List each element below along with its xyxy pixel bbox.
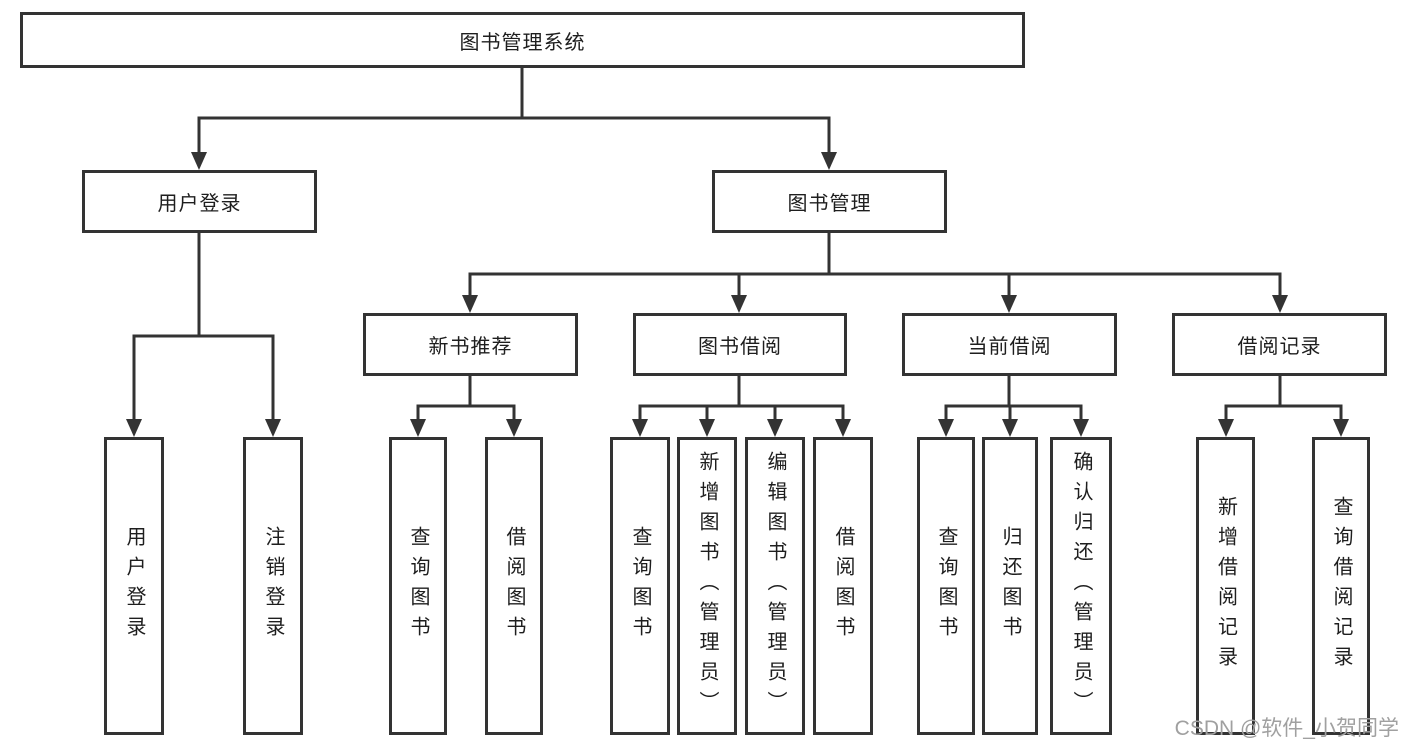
node-label: 当前借阅	[967, 336, 1052, 358]
node-confirm-return-admin: 确认归还（管理员）	[1050, 437, 1112, 735]
node-label: 查询图书	[935, 526, 957, 646]
arrow-down-icon	[767, 419, 783, 437]
node-label: 查询图书	[407, 526, 429, 646]
connector-userlogin-to-leaves	[132, 231, 275, 425]
arrow-down-icon	[1002, 419, 1018, 437]
node-label: 图书管理	[787, 193, 872, 215]
connector-borrow-to-leaves	[638, 374, 845, 425]
node-label: 归还图书	[999, 526, 1021, 646]
connector-newbook-to-leaves	[416, 374, 516, 425]
connector-record-to-leaves	[1224, 374, 1343, 425]
arrow-down-icon	[1073, 419, 1089, 437]
node-label: 查询借阅记录	[1330, 496, 1352, 676]
arrow-down-icon	[1001, 295, 1017, 313]
node-logout-login: 注销登录	[243, 437, 303, 735]
arrow-down-icon	[632, 419, 648, 437]
arrow-down-icon	[1272, 295, 1288, 313]
node-library-management-system: 图书管理系统	[20, 12, 1025, 68]
node-new-book-recommend: 新书推荐	[363, 313, 578, 376]
node-book-borrow: 图书借阅	[633, 313, 847, 376]
node-user-login: 用户登录	[104, 437, 164, 735]
node-add-books-admin: 新增图书（管理员）	[677, 437, 737, 735]
node-label: 新书推荐	[428, 336, 513, 358]
arrow-down-icon	[462, 295, 478, 313]
node-label: 查询图书	[629, 526, 651, 646]
node-borrow-books: 借阅图书	[813, 437, 873, 735]
node-book-management: 图书管理	[712, 170, 947, 233]
node-query-books: 查询图书	[389, 437, 447, 735]
node-user-login-group: 用户登录	[82, 170, 317, 233]
node-label: 借阅记录	[1237, 336, 1322, 358]
node-label: 图书借阅	[698, 336, 782, 358]
arrow-down-icon	[191, 152, 207, 170]
arrow-down-icon	[835, 419, 851, 437]
arrow-down-icon	[126, 419, 142, 437]
node-label: 借阅图书	[503, 526, 525, 646]
node-label: 确认归还（管理员）	[1070, 451, 1092, 721]
node-borrow-record: 借阅记录	[1172, 313, 1387, 376]
node-label: 编辑图书（管理员）	[764, 451, 786, 721]
node-label: 新增借阅记录	[1214, 496, 1237, 676]
arrow-down-icon	[1218, 419, 1234, 437]
node-label: 图书管理系统	[459, 31, 586, 54]
connector-bookmgmt-to-level3	[468, 231, 1282, 301]
node-label: 注销登录	[262, 526, 284, 646]
node-query-books: 查询图书	[917, 437, 975, 735]
node-return-books: 归还图书	[982, 437, 1038, 735]
node-label: 新增图书（管理员）	[696, 451, 718, 721]
arrow-down-icon	[506, 419, 522, 437]
node-current-borrow: 当前借阅	[902, 313, 1117, 376]
arrow-down-icon	[1333, 419, 1349, 437]
connector-root-to-level2	[197, 66, 831, 158]
node-label: 用户登录	[123, 526, 145, 646]
node-label: 借阅图书	[832, 526, 854, 646]
node-query-borrow-record: 查询借阅记录	[1312, 437, 1370, 735]
arrow-down-icon	[410, 419, 426, 437]
node-borrow-books: 借阅图书	[485, 437, 543, 735]
watermark: CSDN @软件_小贺同学	[1174, 717, 1399, 740]
node-edit-books-admin: 编辑图书（管理员）	[745, 437, 805, 735]
arrow-down-icon	[731, 295, 747, 313]
node-add-borrow-record: 新增借阅记录	[1196, 437, 1255, 735]
arrow-down-icon	[265, 419, 281, 437]
arrow-down-icon	[821, 152, 837, 170]
connector-current-to-leaves	[944, 374, 1083, 425]
arrow-down-icon	[938, 419, 954, 437]
node-query-books: 查询图书	[610, 437, 670, 735]
arrow-down-icon	[699, 419, 715, 437]
node-label: 用户登录	[157, 193, 242, 215]
